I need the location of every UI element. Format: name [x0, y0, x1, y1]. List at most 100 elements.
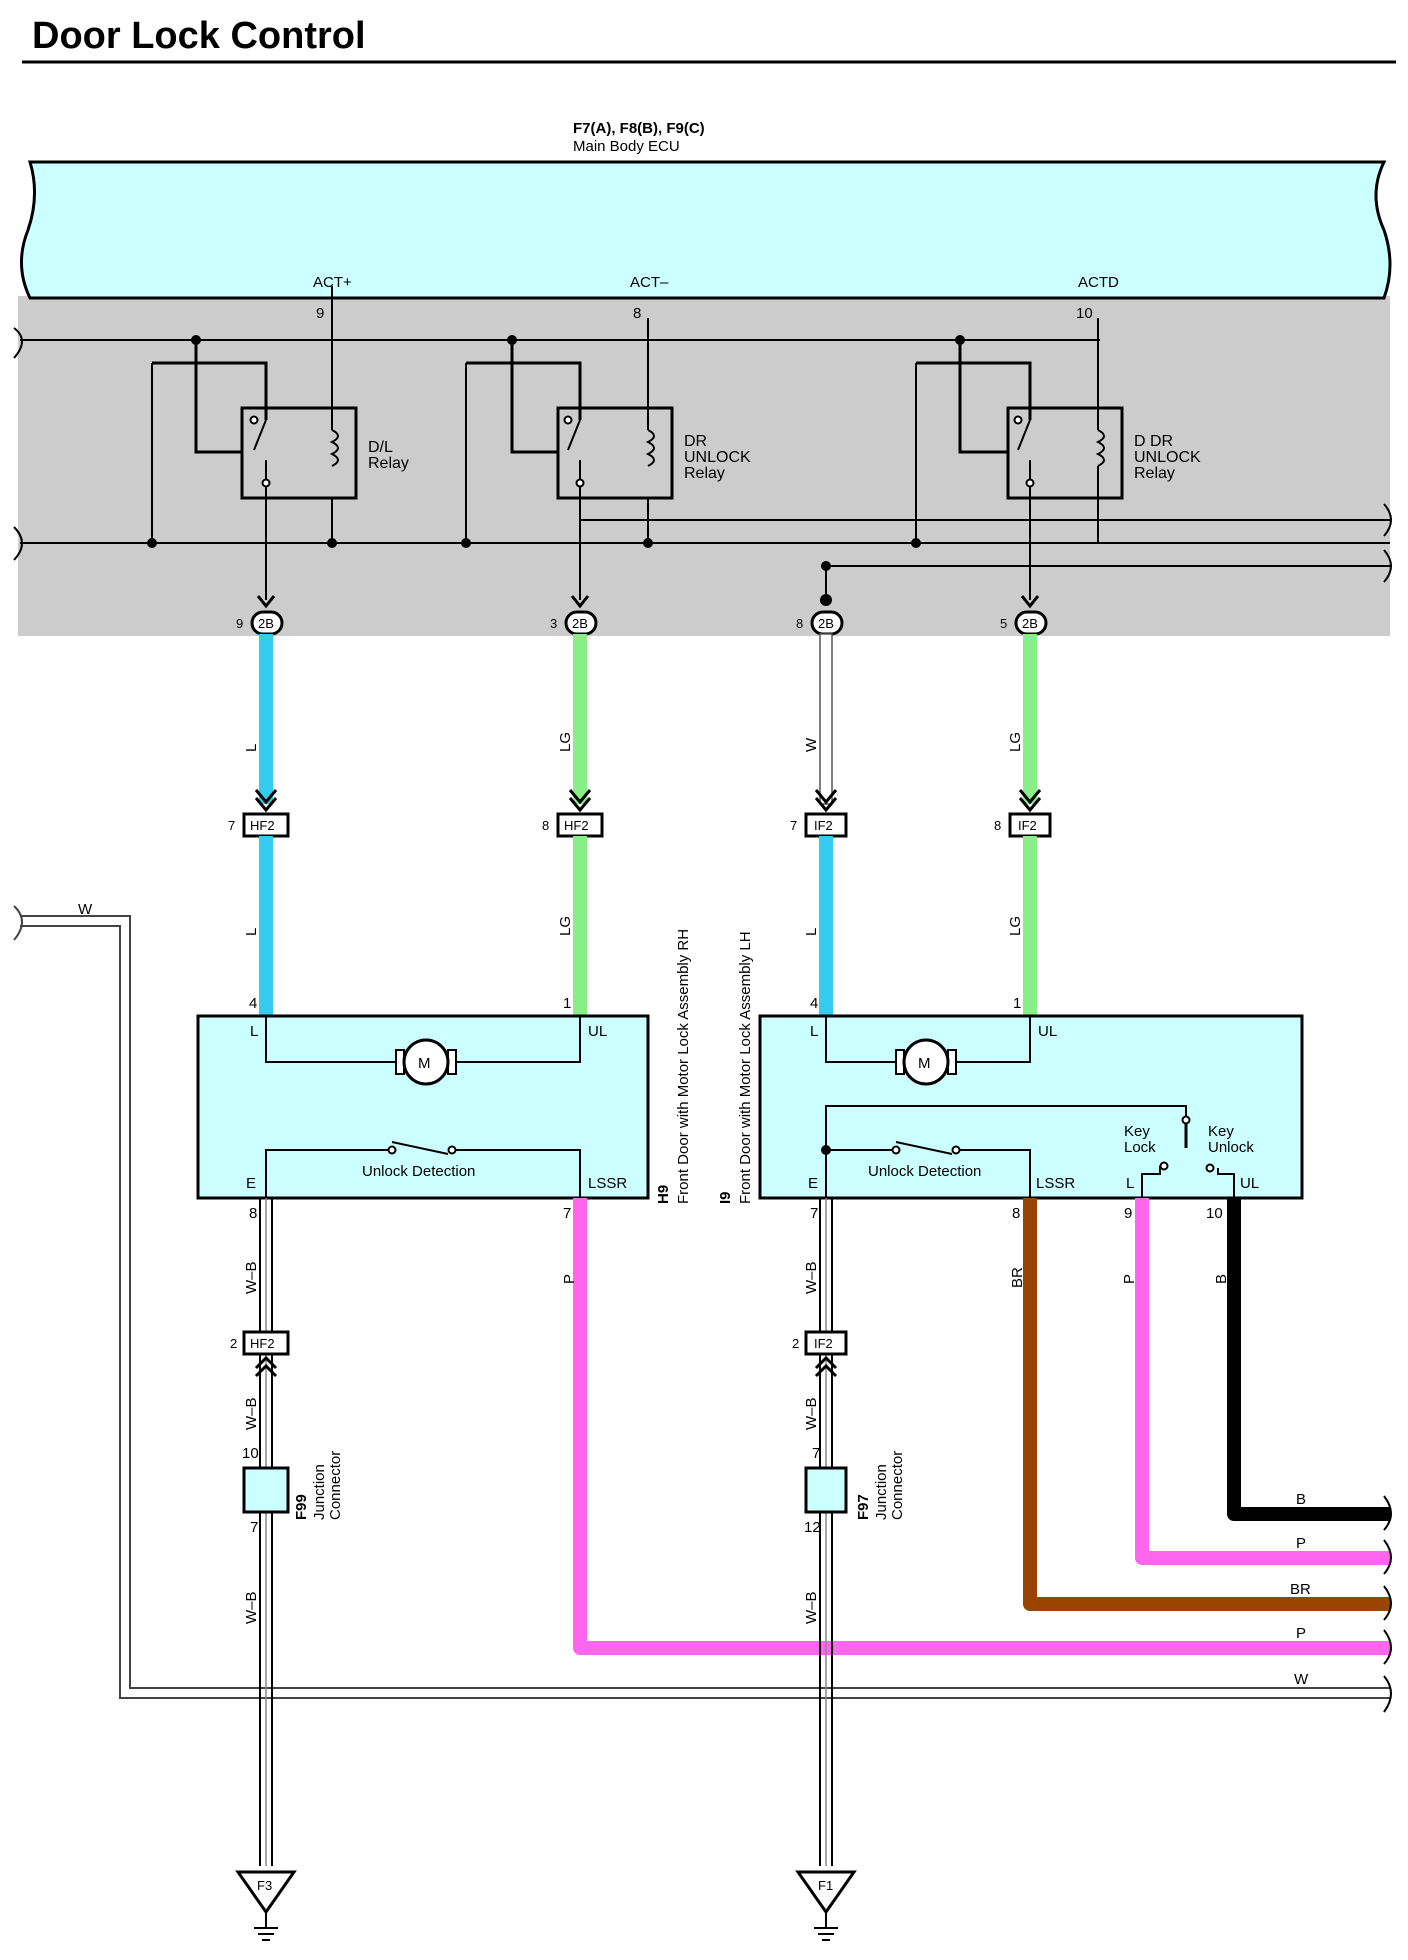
wire-label-lg-upper-2: LG: [1007, 732, 1024, 752]
actuator-lh-key-lock-1: Key: [1124, 1123, 1150, 1140]
actuator-rh-code: H9: [655, 1185, 672, 1204]
relay-dr-label-2: UNLOCK: [684, 449, 751, 466]
junction-f97-label-2: Connector: [889, 1451, 906, 1520]
left-w-wire: [13, 905, 1390, 1699]
relay-ddr-contacts: [1013, 415, 1035, 488]
mid-connector-pin-1: 7: [228, 818, 235, 833]
wire-label-l-upper: L: [243, 744, 260, 752]
wire-label-wb-lh-3: W–B: [803, 1591, 820, 1624]
junction-connectors: [242, 1466, 848, 1514]
actuator-lh-pin-key-ul: 10: [1206, 1205, 1223, 1222]
actuator-lh-name: Front Door with Motor Lock Assembly LH: [737, 931, 754, 1204]
mid-connector-code-3: IF2: [814, 818, 833, 833]
ecu-terminal-actd: ACTD: [1078, 274, 1119, 291]
relay-dl-label-2: Relay: [368, 455, 409, 472]
actuator-rh-term-l: L: [250, 1023, 258, 1040]
actuator-lh-key-unlock-2: Unlock: [1208, 1139, 1254, 1156]
actuator-rh-term-e: E: [246, 1175, 256, 1192]
wire-label-l-lower-1: L: [243, 928, 260, 936]
mid-connector-pin-3: 7: [790, 818, 797, 833]
wire-label-lg-lower-2: LG: [1007, 916, 1024, 936]
right-bus-label-br: BR: [1290, 1581, 1311, 1598]
lower-connector-code-2: IF2: [814, 1336, 833, 1351]
junction-f99-code: F99: [293, 1494, 310, 1520]
actuator-rh-switch-label: Unlock Detection: [362, 1163, 475, 1180]
connector-2b-code-3: 2B: [818, 616, 834, 631]
connector-2b-pin-3: 8: [796, 616, 803, 631]
wire-label-wb-rh-1: W–B: [243, 1261, 260, 1294]
wire-label-lg-upper-1: LG: [557, 732, 574, 752]
actuator-lh-pin-ul: 1: [1013, 995, 1021, 1012]
right-bus-breaks: [1383, 1495, 1392, 1713]
mid-connector-pin-4: 8: [994, 818, 1001, 833]
upper-wires: [259, 633, 1037, 805]
connector-2b-code-1: 2B: [258, 616, 274, 631]
connector-2b-branch-dot: [820, 594, 832, 606]
lower-wires: [259, 836, 1037, 1016]
right-bus-label-w: W: [1294, 1671, 1309, 1688]
actuator-rh-term-lssr: LSSR: [588, 1175, 627, 1192]
ecu-pin-act-plus: 9: [316, 305, 324, 322]
wire-label-lg-lower-1: LG: [557, 916, 574, 936]
lower-connector-pin-1: 2: [230, 1336, 237, 1351]
connector-arrows-2b: [256, 595, 1040, 609]
junction-f99-pin-in: 10: [242, 1445, 259, 1462]
right-bus-label-p1: P: [1296, 1535, 1306, 1552]
ground-label-f3: F3: [257, 1878, 272, 1893]
ground-label-f1: F1: [818, 1878, 833, 1893]
ecu-pin-actd: 10: [1076, 305, 1093, 322]
relay-ddr-label-2: UNLOCK: [1134, 449, 1201, 466]
actuator-lh-term-key-l: L: [1126, 1175, 1134, 1192]
actuator-lh-code: I9: [717, 1191, 734, 1204]
relay-dr-contacts: [563, 415, 585, 488]
actuator-lh-term-ul: UL: [1038, 1023, 1057, 1040]
relay-ddr-label-3: Relay: [1134, 465, 1175, 482]
actuator-rh-pin-ul: 1: [563, 995, 571, 1012]
actuator-lh-term-key-ul: UL: [1240, 1175, 1259, 1192]
wire-label-l-lower-2: L: [803, 928, 820, 936]
actuator-rh-motor: M: [418, 1055, 431, 1072]
wire-label-br-lh: BR: [1009, 1267, 1026, 1288]
mid-connector-code-2: HF2: [564, 818, 589, 833]
output-wire-labels: P BR P B: [561, 1267, 1230, 1288]
relay-dl-contacts: [249, 415, 271, 488]
actuator-lh-key-lock-2: Lock: [1124, 1139, 1156, 1156]
actuator-rh-pin-e: 8: [249, 1205, 257, 1222]
page-title: Door Lock Control: [32, 15, 366, 57]
lower-wire-labels: L LG L LG: [243, 916, 1024, 936]
output-wires: [573, 1198, 1390, 1655]
relay-dr-label-3: Relay: [684, 465, 725, 482]
junction-f99-label-2: Connector: [327, 1451, 344, 1520]
junction-f99-pin-out: 7: [250, 1519, 258, 1536]
right-bus-label-b: B: [1296, 1491, 1306, 1508]
ecu-connector-codes: F7(A), F8(B), F9(C): [573, 120, 705, 137]
ground-symbol-f1: [795, 1870, 857, 1941]
ground-wire-lh: [819, 1198, 833, 1866]
ecu-bus-lines: [13, 327, 1392, 600]
actuator-lh-pin-key-l: 9: [1124, 1205, 1132, 1222]
actuator-lh-key-unlock-1: Key: [1208, 1123, 1234, 1140]
lower-connector-code-1: HF2: [250, 1336, 275, 1351]
lower-connector-boxes: [242, 1330, 848, 1356]
wire-label-wb-lh-2: W–B: [803, 1397, 820, 1430]
actuator-lh-pin-lssr: 8: [1012, 1205, 1020, 1222]
ground-symbol-f3: [235, 1870, 297, 1941]
actuator-lh: [758, 1014, 1304, 1200]
wire-label-wb-rh-2: W–B: [243, 1397, 260, 1430]
wire-label-w-left: W: [78, 901, 93, 918]
actuator-lh-switch-label: Unlock Detection: [868, 1163, 981, 1180]
wire-label-wb-lh-1: W–B: [803, 1261, 820, 1294]
wire-label-p-rh: P: [561, 1274, 578, 1284]
actuator-rh-pin-l: 4: [249, 995, 257, 1012]
connector-2b-pin-4: 5: [1000, 616, 1007, 631]
ground-wire-rh: [259, 1198, 273, 1866]
ecu-name: Main Body ECU: [573, 138, 680, 155]
connector-2b-code-2: 2B: [572, 616, 588, 631]
relay-dr-unlock: [466, 318, 674, 500]
mid-connector-code-4: IF2: [1018, 818, 1037, 833]
right-bus-label-p2: P: [1296, 1625, 1306, 1642]
wire-label-p-lh: P: [1121, 1274, 1138, 1284]
connector-2b-pin-2: 3: [550, 616, 557, 631]
actuator-lh-pin-l: 4: [810, 995, 818, 1012]
junction-f97-code: F97: [855, 1494, 872, 1520]
